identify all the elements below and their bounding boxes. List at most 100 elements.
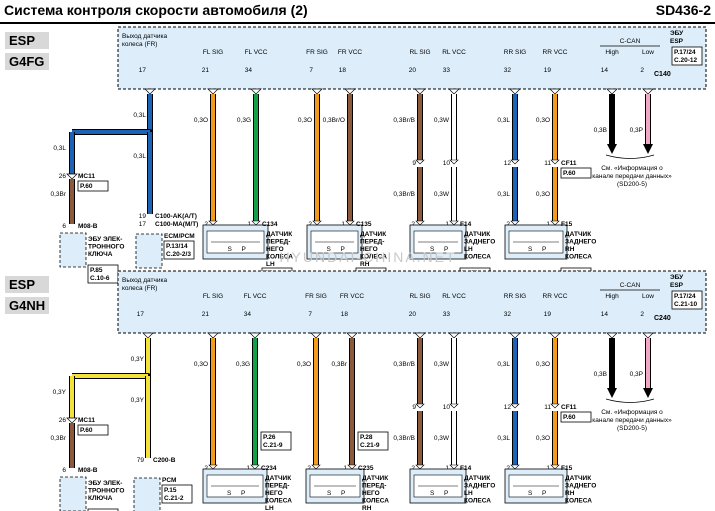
bottom-sensor-pin-1: 2	[204, 465, 208, 472]
top-can-label-line: C-CAN	[620, 38, 641, 45]
bottom-wss-desc-line: Выход датчика	[122, 277, 168, 284]
bottom-sensor-label-1-line: RH	[362, 505, 372, 511]
bottom-module-ref-line: P.17/24	[674, 293, 696, 300]
bottom-pin-num-8-line: 19	[544, 311, 552, 318]
bottom-sensor-s-3: S	[528, 490, 533, 497]
bottom-pin-name-10: Low	[642, 293, 654, 300]
top-sensor-pin-3-line: 2	[308, 221, 312, 228]
bottom-sensor-p-1-line: P	[341, 490, 345, 497]
top-sensor-label-2-line: ДАТЧИК	[464, 231, 490, 238]
bottom-tag1-bg	[5, 276, 49, 293]
top-wire-label-below-7-line: 0,3L	[497, 191, 510, 198]
bottom-front-ref-1: P.28C.21-9	[360, 434, 380, 449]
bottom-tag2: G4NH	[9, 298, 45, 313]
bottom-sensor-pin-6: 1	[445, 465, 449, 472]
bottom-sensor-label-1-line: ПЕРЕД-	[362, 483, 386, 490]
top-wire-label-below-6-line: 0,3W	[434, 191, 450, 198]
top-sensor-conn-0: C134	[262, 221, 278, 228]
top-sensor-s-3-line: S	[528, 246, 533, 253]
bottom-sensor-term-3	[311, 464, 321, 470]
bottom-wss-desc-line: колеса (FR)	[122, 285, 157, 292]
bottom-mc11-name: MC11	[78, 417, 95, 424]
top-pin-term-2	[250, 88, 262, 95]
bottom-sensor-label-0-line: КОЛЕСА	[265, 498, 292, 505]
top-ecm-ref: P.13/14C.20-2/3	[166, 243, 191, 258]
top-sensor-conn-1-line: C135	[356, 221, 372, 228]
top-pin-num-5-line: 20	[409, 67, 417, 74]
bottom-sensor-conn-3-line: F15	[561, 465, 573, 472]
bottom-pin-num-10-line: 2	[640, 311, 644, 318]
bottom-cf11-ref-line: P.60	[563, 414, 576, 421]
top-sensor-pin-3: 2	[308, 221, 312, 228]
top-wire-label-3: 0,3O	[298, 117, 312, 124]
top-ecm-conn-line: C100-AK(A/T)	[155, 213, 197, 220]
top-pin-name-2: FL VCC	[245, 49, 268, 56]
bottom-ecm-label-line: PCM	[162, 477, 176, 484]
bottom-sensor-term-4	[347, 464, 357, 470]
top-m08-name: M08-B	[78, 223, 98, 230]
bottom-front-ref-0: P.26C.21-9	[263, 434, 283, 449]
top-sensor-s-2: S	[430, 246, 435, 253]
top-pin-num-3-line: 7	[309, 67, 313, 74]
bottom-sensor-p-2-line: P	[444, 490, 448, 497]
bottom-pin-num-0: 17	[137, 311, 145, 318]
top-sensor-p-1: P	[341, 246, 345, 253]
top-pin-name-10-line: Low	[642, 49, 654, 56]
bottom-wire-label-can-10-line: 0,3P	[630, 371, 643, 378]
bottom-pin-num-3: 7	[308, 311, 312, 318]
top-sensor-label-0-line: КОЛЕСА	[266, 254, 293, 261]
bottom-pin-num-10: 2	[640, 311, 644, 318]
bottom-m08-label-line: КЛЮЧА	[88, 495, 113, 502]
bottom-sensor-term-5	[415, 464, 425, 470]
bottom-front-ref-1-line: P.28	[360, 434, 373, 441]
top-ecm-pins-line: 17	[139, 221, 147, 228]
bottom-pin-name-7: RR SIG	[504, 293, 526, 300]
top-pin-term-0	[144, 88, 156, 95]
top-pin-name-9: High	[605, 49, 619, 56]
bottom-module-ref-box	[671, 290, 703, 310]
bottom-wire-label-5-line: 0,3Br/B	[393, 361, 415, 368]
top-sensor-pin-5: 2	[411, 221, 415, 228]
bottom-wire-label-3-line: 0,3O	[297, 361, 311, 368]
top-pin-num-2: 34	[245, 67, 253, 74]
top-pin-num-10-line: 2	[640, 67, 644, 74]
page-header: Система контроля скорости автомобиля (2)…	[0, 0, 715, 24]
top-wire-label-4: 0,3Br/O	[323, 117, 345, 124]
top-ecm-label: ECM/PCM	[164, 233, 195, 240]
bottom-connector-line: C240	[654, 315, 671, 322]
bottom-ecm-pins: 79	[137, 457, 145, 464]
top-wss-desc-line: колеса (FR)	[122, 41, 157, 48]
bottom-pin-term-4	[346, 332, 358, 339]
top-tag1: ESP	[9, 33, 35, 48]
top-pin-term-7	[509, 88, 521, 95]
bottom-sensor-p-0-line: P	[241, 490, 245, 497]
top-sensor-term-6	[449, 220, 459, 226]
top-can-note-line: См. «Информация о	[601, 165, 663, 172]
top-pin-name-2-line: FL VCC	[245, 49, 268, 56]
top-pin-num-8: 19	[544, 67, 552, 74]
bottom-can-arrow-10	[643, 388, 653, 398]
bottom-m08-ref-box	[87, 508, 119, 511]
bottom-ecm-label: PCM	[162, 477, 176, 484]
top-pin-name-6-line: RL VCC	[442, 49, 466, 56]
bottom-sensor-s-0-line: S	[227, 490, 232, 497]
top-sensor-pin-4-line: 1	[341, 221, 345, 228]
top-sensor-pin-7-line: 2	[506, 221, 510, 228]
top-can-brace	[605, 154, 655, 159]
top-sensor-p-0: P	[242, 246, 246, 253]
top-wire-label-can-10-line: 0,3P	[630, 127, 643, 134]
top-cf11-ref-box	[560, 167, 592, 179]
top-pin-num-7-line: 32	[504, 67, 512, 74]
top-wss-desc-line: Выход датчика	[122, 33, 168, 40]
bottom-pin-name-1-line: FL SIG	[203, 293, 223, 300]
top-sensor-label-2-line: КОЛЕСА	[464, 254, 491, 261]
bottom-pin-num-4-line: 18	[341, 311, 349, 318]
top-cf11-pin-8: 11	[544, 160, 551, 167]
bottom-cf11-term-6	[449, 403, 459, 409]
bottom-module-label-line: ЭБУ	[670, 274, 684, 281]
top-pin-num-9: 14	[601, 67, 609, 74]
top-mc11-name-line: MC11	[78, 173, 95, 180]
